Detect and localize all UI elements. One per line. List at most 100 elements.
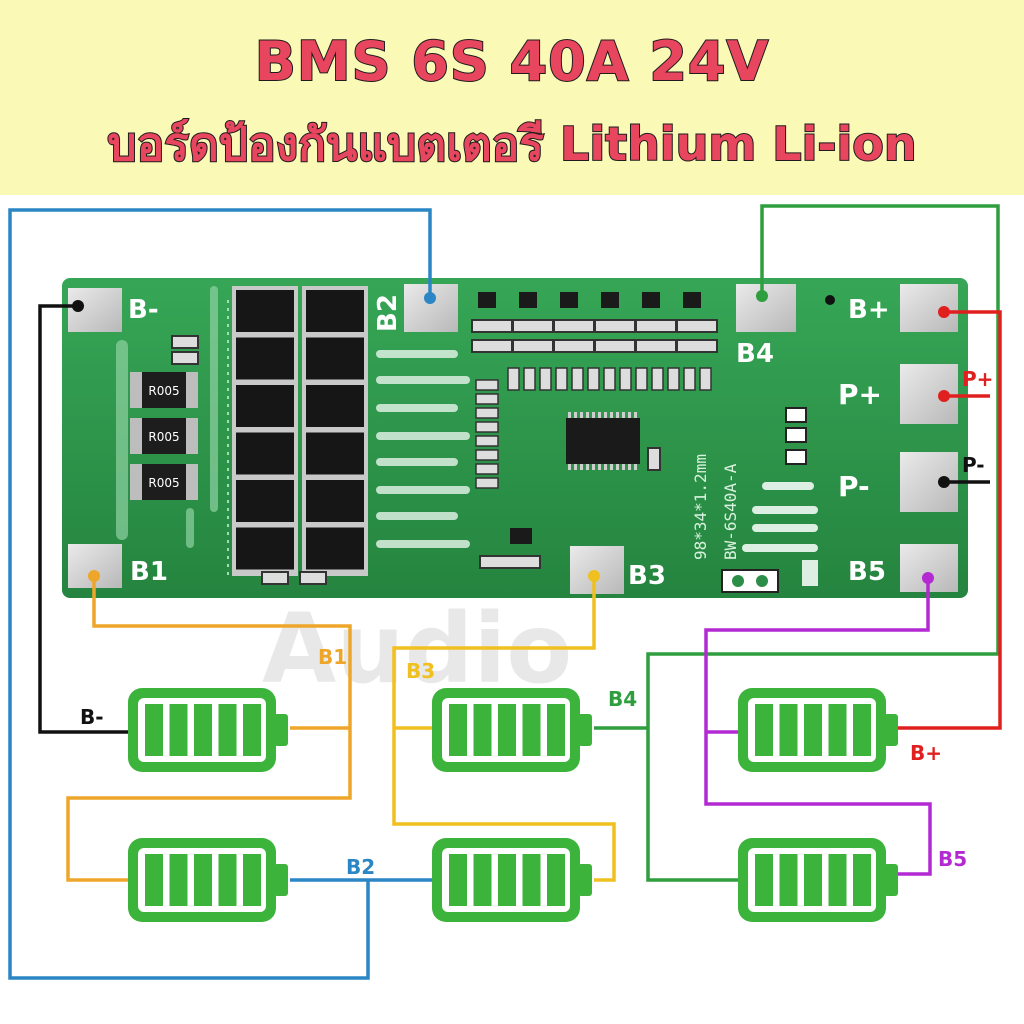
smd-part [635, 339, 677, 353]
battery-bar [779, 704, 798, 756]
wire-b-minus [38, 304, 128, 734]
smd-part [603, 367, 616, 391]
ic-pin [634, 464, 637, 470]
ic-pin [616, 464, 619, 470]
battery-bar [218, 704, 237, 756]
battery-bar [853, 704, 871, 756]
battery-bar [243, 704, 261, 756]
smd-part [475, 449, 499, 461]
wire-b4 [646, 204, 1000, 882]
battery-bar [828, 854, 847, 906]
dot-b5 [922, 572, 934, 584]
battery-bar [804, 704, 822, 756]
silk-p-minus: P- [838, 470, 870, 503]
smd-part [471, 339, 513, 353]
battery-terminal [884, 864, 898, 896]
mount-hole [825, 295, 835, 305]
smd-part [539, 367, 552, 391]
silkscreen-bar [210, 286, 218, 512]
mosfet [306, 337, 364, 380]
battery-terminal [884, 714, 898, 746]
silkscreen-bar [186, 508, 194, 548]
label-b2: B2 [346, 855, 375, 879]
pad-b-plus [900, 284, 958, 332]
battery-bar [194, 704, 212, 756]
dot-p-plus [938, 390, 950, 402]
ic-pin [598, 464, 601, 470]
battery-terminal [274, 714, 288, 746]
silkscreen-bar [376, 404, 458, 412]
ic-pin [634, 412, 637, 418]
transistor [683, 292, 701, 308]
battery-bar [473, 854, 492, 906]
battery-pack [128, 688, 898, 922]
diode [785, 449, 807, 465]
smd-part [475, 477, 499, 489]
smd-part [647, 447, 661, 471]
transistor [510, 528, 532, 544]
smd-part [594, 339, 636, 353]
battery-bar [145, 704, 163, 756]
diode [785, 427, 807, 443]
battery-bar [755, 704, 773, 756]
ic-pin [592, 464, 595, 470]
smd-part [512, 319, 554, 333]
silk-b2: B2 [373, 294, 403, 332]
battery-terminal [274, 864, 288, 896]
battery-bar [243, 854, 261, 906]
smd-part [523, 367, 536, 391]
mosfet [236, 527, 294, 570]
smd-part [475, 435, 499, 447]
transistor-row [471, 292, 718, 353]
page-subtitle: บอร์ดป้องกันแบตเตอรี Lithium Li-ion [106, 116, 917, 172]
ic-pin [598, 412, 601, 418]
battery-bar [449, 704, 467, 756]
battery-bar [522, 704, 541, 756]
mosfet-array [232, 286, 368, 576]
ic-pin [622, 464, 625, 470]
smd-part [553, 319, 595, 333]
wire-b3 [392, 576, 616, 882]
smd-part [171, 335, 199, 349]
wires [8, 204, 1002, 980]
label-b1: B1 [318, 645, 347, 669]
ic-pin [574, 464, 577, 470]
silkscreen-bar [752, 524, 818, 532]
dot-b-minus [72, 300, 84, 312]
pad-b3 [570, 546, 624, 594]
smd-part [619, 367, 632, 391]
smd-part [667, 367, 680, 391]
silkscreen-bar [376, 512, 458, 520]
dot-b-plus [938, 306, 950, 318]
ic-pin [586, 412, 589, 418]
label-b4: B4 [608, 687, 637, 711]
battery-bar [853, 854, 871, 906]
dot-b1 [88, 570, 100, 582]
ic-pin [628, 412, 631, 418]
battery-bar [755, 854, 773, 906]
battery-bar [473, 704, 492, 756]
battery-bar [522, 854, 541, 906]
smd-part [635, 319, 677, 333]
page-title: BMS 6S 40A 24V [254, 29, 770, 94]
connector [721, 569, 779, 593]
dot-b4 [756, 290, 768, 302]
resistor [142, 372, 186, 408]
silkscreen-bar [376, 486, 470, 494]
wire-b2 [8, 208, 432, 980]
smd-part [651, 367, 664, 391]
smd-part [571, 367, 584, 391]
label-b5: B5 [938, 847, 967, 871]
battery-terminal [578, 714, 592, 746]
ic-pin [616, 412, 619, 418]
silkscreen-traces [376, 350, 470, 548]
ic-pin [586, 464, 589, 470]
label-b-plus: B+ [910, 741, 942, 765]
dot-p-minus [938, 476, 950, 488]
mosfet [236, 385, 294, 427]
battery-bar [145, 854, 163, 906]
connector-hole [756, 575, 768, 587]
transistor [601, 292, 619, 308]
mosfet [236, 337, 294, 380]
smd-part [299, 571, 327, 585]
